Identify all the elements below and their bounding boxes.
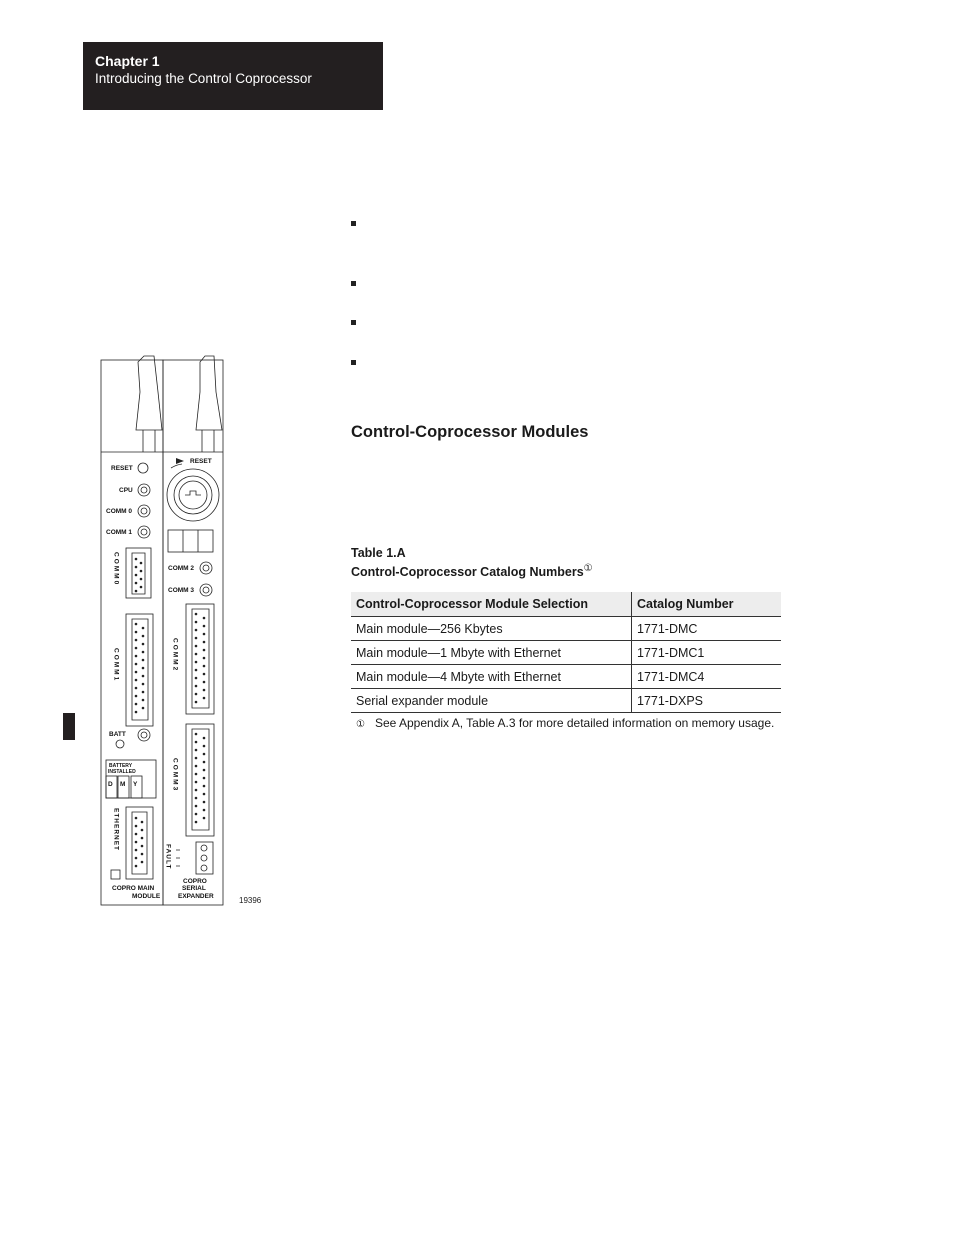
table-cell: Serial expander module — [351, 688, 632, 713]
table-cell: 1771-DXPS — [631, 688, 781, 713]
column-header: Control-Coprocessor Module Selection — [351, 592, 632, 617]
bullet-icon — [351, 281, 356, 286]
comm2-vertical-label: COMM2 — [172, 638, 179, 672]
chapter-title: Introducing the Control Coprocessor — [95, 71, 312, 86]
fault-vertical-label: FAULT — [165, 844, 172, 869]
battery-label: BATTERY — [109, 763, 133, 769]
comm2-label: COMM 2 — [168, 565, 194, 572]
bullet-icon — [351, 320, 356, 325]
footnote-ref: ① — [583, 563, 593, 574]
chapter-thumb-tab — [63, 713, 75, 740]
comm3-vertical-label: COMM3 — [172, 758, 179, 792]
table-header-row: Control-Coprocessor Module Selection Cat… — [351, 592, 781, 617]
comm1-vertical-label: COMM1 — [113, 648, 120, 682]
expander-reset-label: RESET — [190, 458, 212, 465]
table-cell: 1771-DMC1 — [631, 640, 781, 665]
battery-m-label: M — [120, 781, 125, 788]
column-header: Catalog Number — [631, 592, 781, 617]
installed-label: INSTALLED — [108, 769, 136, 775]
table-cell: Main module—1 Mbyte with Ethernet — [351, 640, 632, 665]
chapter-header: Chapter 1 Introducing the Control Coproc… — [83, 42, 383, 110]
main-caption-1: COPRO MAIN — [112, 885, 155, 892]
footnote-text: See Appendix A, Table A.3 for more detai… — [374, 716, 775, 730]
table-caption: Table 1.A Control-Coprocessor Catalog Nu… — [351, 546, 593, 580]
batt-label: BATT — [109, 731, 126, 738]
bullet-icon — [351, 221, 356, 226]
reset-label: RESET — [111, 465, 133, 472]
table-footnote: ① See Appendix A, Table A.3 for more deta… — [356, 716, 774, 730]
table-row: Main module—4 Mbyte with Ethernet 1771-D… — [351, 664, 781, 689]
table-row: Main module—256 Kbytes 1771-DMC — [351, 616, 781, 641]
comm0-label: COMM 0 — [106, 508, 132, 515]
chapter-number: Chapter 1 — [95, 53, 160, 69]
table-cell: 1771-DMC — [631, 616, 781, 641]
figure-id: 19396 — [239, 896, 262, 905]
table-row: Main module—1 Mbyte with Ethernet 1771-D… — [351, 640, 781, 665]
battery-y-label: Y — [133, 781, 138, 788]
comm3-label: COMM 3 — [168, 587, 194, 594]
catalog-table: Control-Coprocessor Module Selection Cat… — [351, 592, 781, 713]
expander-caption-1: COPRO — [183, 878, 207, 885]
module-illustration: RESET CPU COMM 0 COMM 1 COMM0 COMM1 BATT… — [100, 355, 224, 906]
cpu-label: CPU — [119, 487, 133, 494]
table-number: Table 1.A — [351, 546, 406, 560]
table-cell: Main module—256 Kbytes — [351, 616, 632, 641]
expander-caption-2: SERIAL — [182, 885, 206, 892]
comm1-label: COMM 1 — [106, 529, 132, 536]
battery-d-label: D — [108, 781, 113, 788]
comm0-vertical-label: COMM0 — [113, 552, 120, 586]
bullet-icon — [351, 360, 356, 365]
table-cell: Main module—4 Mbyte with Ethernet — [351, 664, 632, 689]
table-title: Control-Coprocessor Catalog Numbers — [351, 565, 584, 580]
table-row: Serial expander module 1771-DXPS — [351, 688, 781, 713]
main-caption-2: MODULE — [132, 893, 161, 900]
table-cell: 1771-DMC4 — [631, 664, 781, 689]
section-title: Control-Coprocessor Modules — [351, 423, 589, 441]
expander-caption-3: EXPANDER — [178, 893, 214, 900]
ethernet-vertical-label: ETHERNET — [113, 808, 120, 851]
footnote-mark: ① — [356, 719, 365, 730]
